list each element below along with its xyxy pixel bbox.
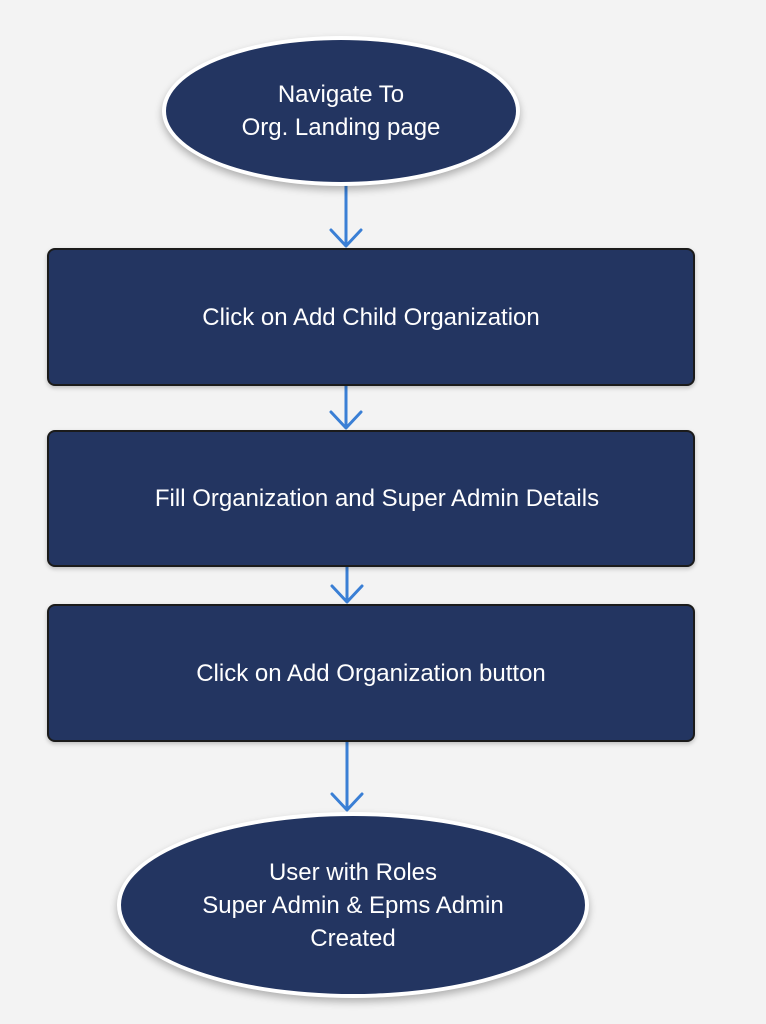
- step-3-label: Click on Add Organization button: [196, 659, 546, 687]
- step-node-add-child-organization: Click on Add Child Organization: [47, 248, 695, 386]
- start-node-label: Navigate To Org. Landing page: [241, 81, 441, 141]
- step-node-add-organization-button: Click on Add Organization button: [47, 604, 695, 742]
- arrow-step-3-to-end: [330, 740, 364, 812]
- arrow-step-1-to-step-2: [329, 384, 363, 430]
- start-node: Navigate To Org. Landing page: [162, 36, 520, 186]
- arrow-start-to-step-1: [329, 180, 363, 248]
- end-node-label: User with Roles Super Admin & Epms Admin…: [202, 858, 504, 952]
- step-2-label: Fill Organization and Super Admin Detail…: [154, 485, 600, 512]
- step-node-fill-details: Fill Organization and Super Admin Detail…: [47, 430, 695, 567]
- arrow-step-2-to-step-3: [330, 565, 364, 604]
- end-node: User with Roles Super Admin & Epms Admin…: [117, 812, 589, 998]
- step-1-label: Click on Add Child Organization: [202, 303, 540, 331]
